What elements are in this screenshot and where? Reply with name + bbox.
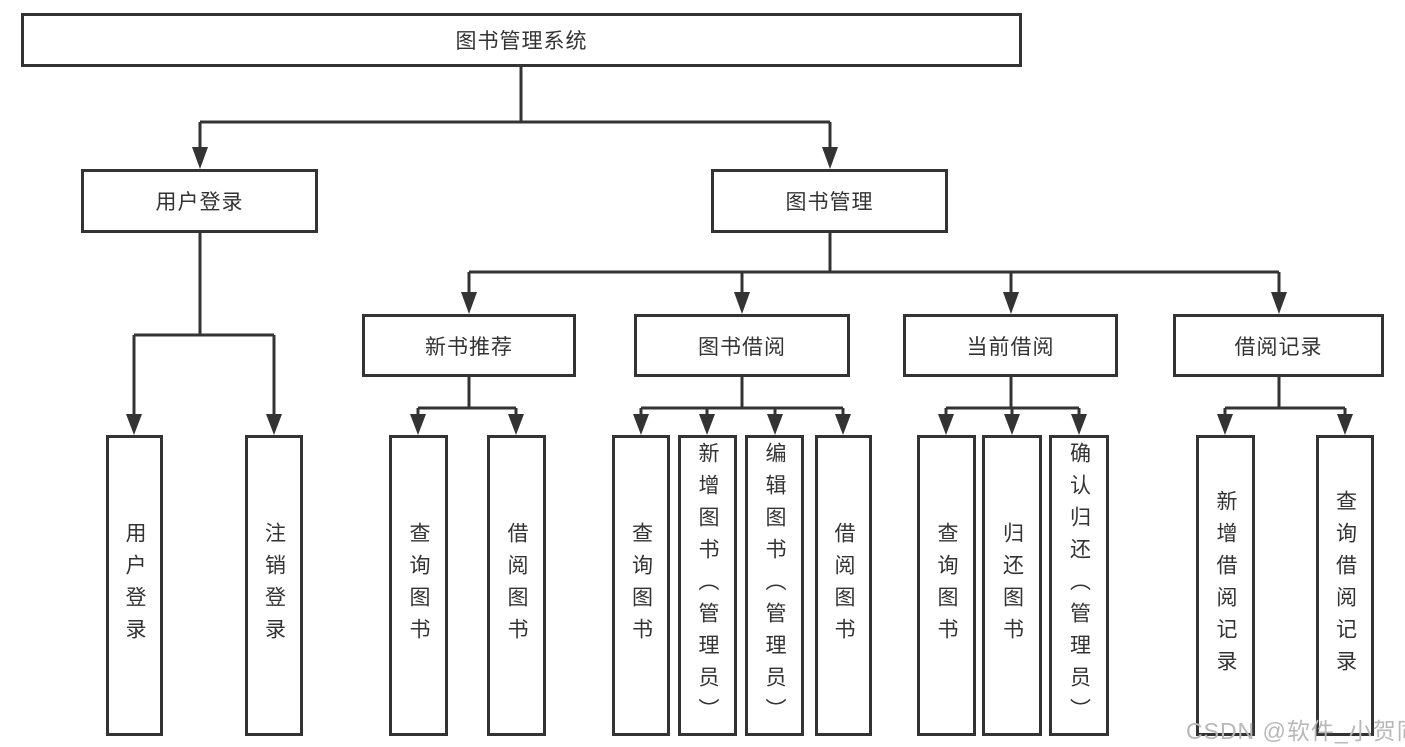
leaf-add-borrow-record: 新增借阅记录 bbox=[1196, 435, 1255, 736]
node-borrowing-records: 借阅记录 bbox=[1173, 314, 1384, 377]
leaf-add-books-admin: 新增图书（管理员） bbox=[678, 435, 737, 736]
leaf-query-borrow-record-label: 查询借阅记录 bbox=[1333, 489, 1357, 682]
leaf-query-borrow-record: 查询借阅记录 bbox=[1316, 435, 1374, 736]
leaf-user-login: 用户登录 bbox=[106, 435, 163, 736]
leaf-query-books-recommend: 查询图书 bbox=[389, 435, 448, 736]
leaf-confirm-return-admin: 确认归还（管理员） bbox=[1049, 435, 1109, 736]
leaf-confirm-return-admin-label: 确认归还（管理员） bbox=[1067, 441, 1091, 730]
leaf-query-books-current: 查询图书 bbox=[917, 435, 976, 736]
leaf-add-borrow-record-label: 新增借阅记录 bbox=[1214, 489, 1237, 682]
leaf-borrow-books-recommend: 借阅图书 bbox=[487, 435, 546, 736]
csdn-watermark: CSDN @软件_小贺同学 bbox=[1186, 718, 1405, 744]
leaf-borrow-books-recommend-label: 借阅图书 bbox=[505, 521, 528, 650]
node-new-book-recommend-label: 新书推荐 bbox=[425, 335, 513, 359]
leaf-return-books-label: 归还图书 bbox=[1000, 521, 1024, 650]
node-book-borrowing: 图书借阅 bbox=[634, 314, 850, 377]
connector-line-segments bbox=[132, 67, 1347, 415]
leaf-return-books: 归还图书 bbox=[982, 435, 1042, 736]
leaf-logout: 注销登录 bbox=[245, 435, 303, 736]
leaf-query-books-current-label: 查询图书 bbox=[935, 521, 958, 650]
leaf-query-books-recommend-label: 查询图书 bbox=[407, 521, 430, 650]
leaf-user-login-label: 用户登录 bbox=[123, 521, 146, 650]
leaf-borrow-books: 借阅图书 bbox=[815, 435, 872, 736]
leaf-borrow-books-label: 借阅图书 bbox=[832, 521, 855, 650]
node-user-login: 用户登录 bbox=[81, 169, 318, 233]
leaf-query-books-borrow-label: 查询图书 bbox=[629, 521, 653, 650]
node-book-management-label: 图书管理 bbox=[785, 191, 874, 214]
leaf-logout-label: 注销登录 bbox=[262, 521, 286, 650]
node-root-label: 图书管理系统 bbox=[455, 30, 588, 53]
node-book-borrowing-label: 图书借阅 bbox=[698, 335, 786, 359]
leaf-query-books-borrow: 查询图书 bbox=[612, 435, 670, 736]
leaf-add-books-admin-label: 新增图书（管理员） bbox=[696, 441, 719, 730]
node-current-borrowing: 当前借阅 bbox=[903, 314, 1118, 377]
node-new-book-recommend: 新书推荐 bbox=[362, 314, 576, 377]
node-current-borrowing-label: 当前借阅 bbox=[966, 335, 1055, 359]
node-root: 图书管理系统 bbox=[21, 13, 1022, 67]
leaf-edit-books-admin-label: 编辑图书（管理员） bbox=[763, 441, 786, 730]
node-user-login-label: 用户登录 bbox=[155, 191, 244, 214]
node-borrowing-records-label: 借阅记录 bbox=[1234, 335, 1323, 359]
leaf-edit-books-admin: 编辑图书（管理员） bbox=[745, 435, 804, 736]
node-book-management: 图书管理 bbox=[711, 169, 948, 233]
